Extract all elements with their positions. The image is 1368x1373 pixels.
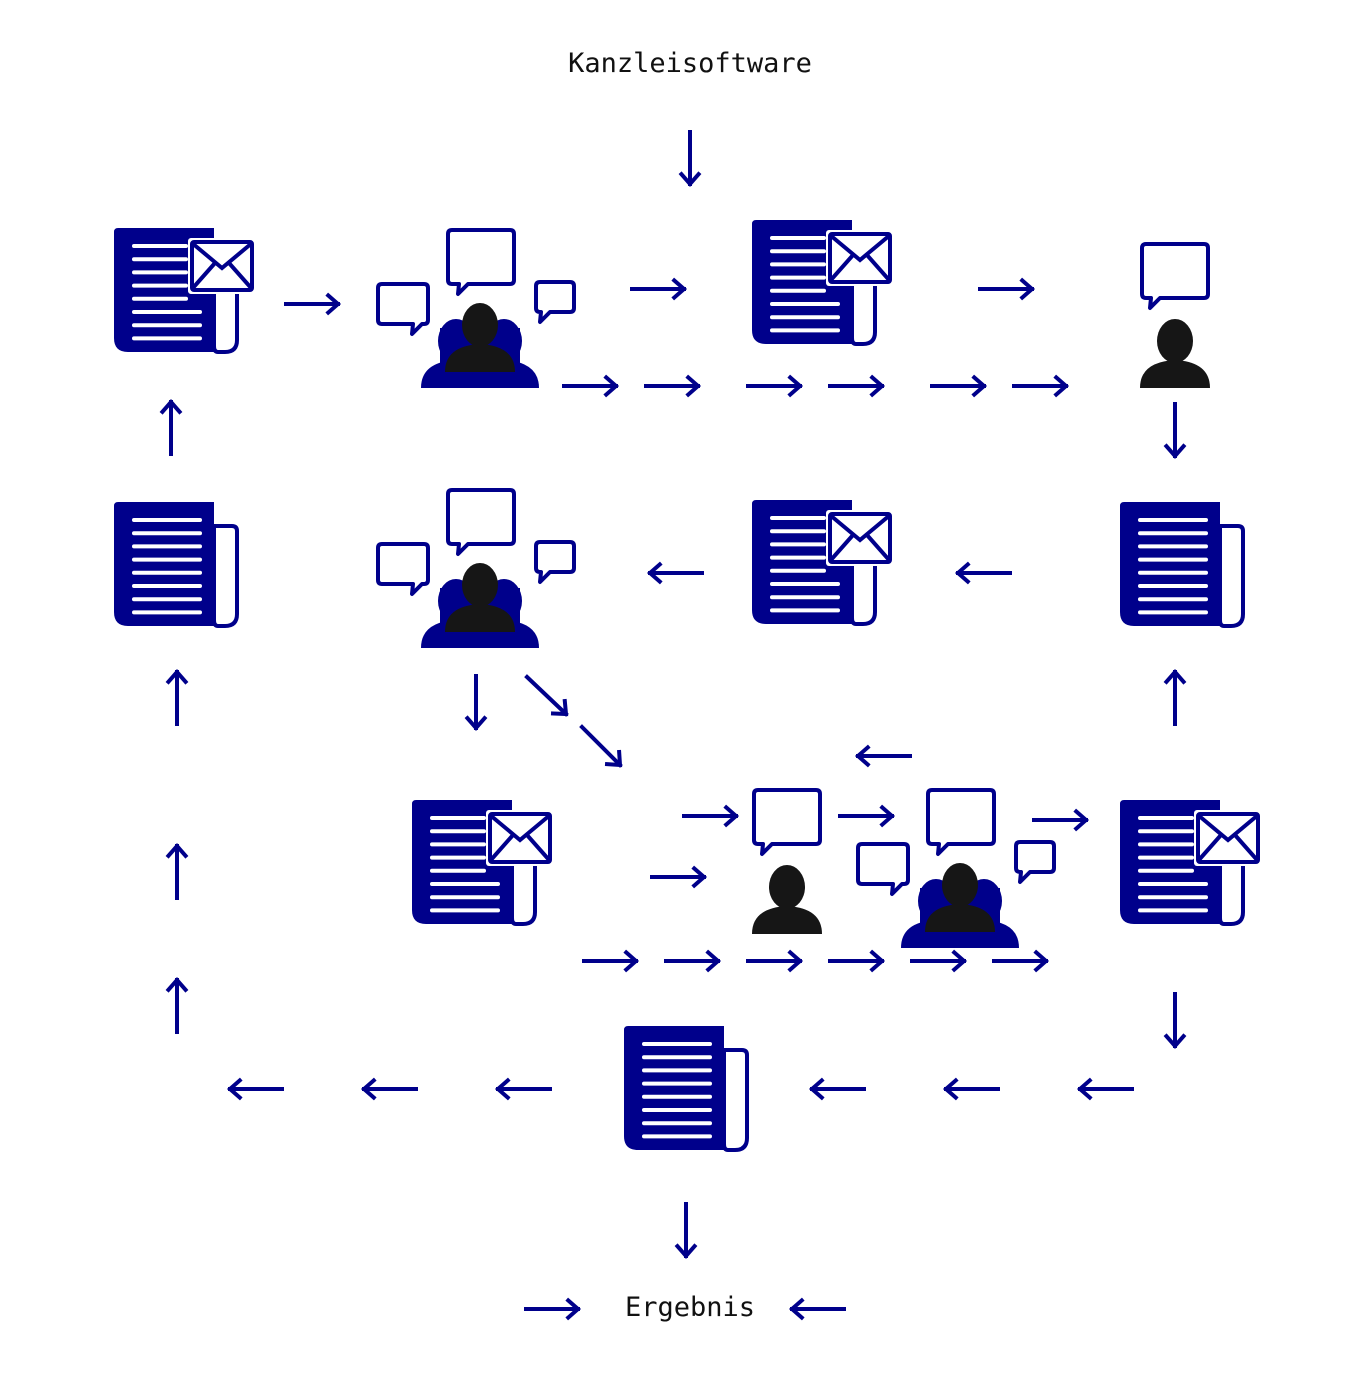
document-mail-icon [412,800,554,926]
flow-arrow [165,668,189,726]
flow-arrow [360,1077,418,1101]
flow-arrow [524,1297,582,1321]
flow-arrow [788,1297,846,1321]
flow-arrow [159,398,183,456]
flow-arrow [630,277,688,301]
flow-arrow [284,292,342,316]
flow-arrow [646,561,704,585]
flow-arrow [494,1077,552,1101]
group-chat-icon [856,788,1056,948]
flow-arrow [579,724,623,768]
flow-arrow [1163,402,1187,460]
flow-arrow [838,804,896,828]
flow-arrow [464,674,488,732]
flow-arrow [1163,992,1187,1050]
flow-arrow [978,277,1036,301]
document-icon [114,502,239,628]
flow-arrow [165,842,189,900]
flow-arrow [942,1077,1000,1101]
flow-arrow [165,976,189,1034]
flow-arrow [746,374,804,398]
flow-arrow [808,1077,866,1101]
flow-arrow [854,744,912,768]
flow-arrow [954,561,1012,585]
flow-arrow [582,949,640,973]
flow-arrow [674,1202,698,1260]
flow-arrow [930,374,988,398]
flow-arrow [1076,1077,1134,1101]
flow-arrow [1163,668,1187,726]
flow-arrow [562,374,620,398]
flow-arrow [1032,808,1090,832]
flow-arrow [682,804,740,828]
group-chat-icon [376,488,576,648]
flow-arrow [992,949,1050,973]
document-mail-icon [752,500,894,626]
person-chat-icon [752,788,822,934]
document-mail-icon [1120,800,1262,926]
document-icon [1120,502,1245,628]
group-chat-icon [376,228,576,388]
flow-arrow [828,374,886,398]
result-label: Ergebnis [624,1292,756,1323]
flow-arrow [910,949,968,973]
flow-arrow [644,374,702,398]
document-mail-icon [752,220,894,346]
flow-arrow [226,1077,284,1101]
person-chat-icon [1140,242,1210,388]
document-mail-icon [114,228,256,354]
flow-arrow [746,949,804,973]
flow-arrow [1012,374,1070,398]
source-label: Kanzleisoftware [568,48,812,79]
flow-arrow [828,949,886,973]
document-icon [624,1026,749,1152]
flow-arrow [678,130,702,188]
flow-arrow [650,865,708,889]
flow-arrow [524,674,569,717]
flow-arrow [664,949,722,973]
